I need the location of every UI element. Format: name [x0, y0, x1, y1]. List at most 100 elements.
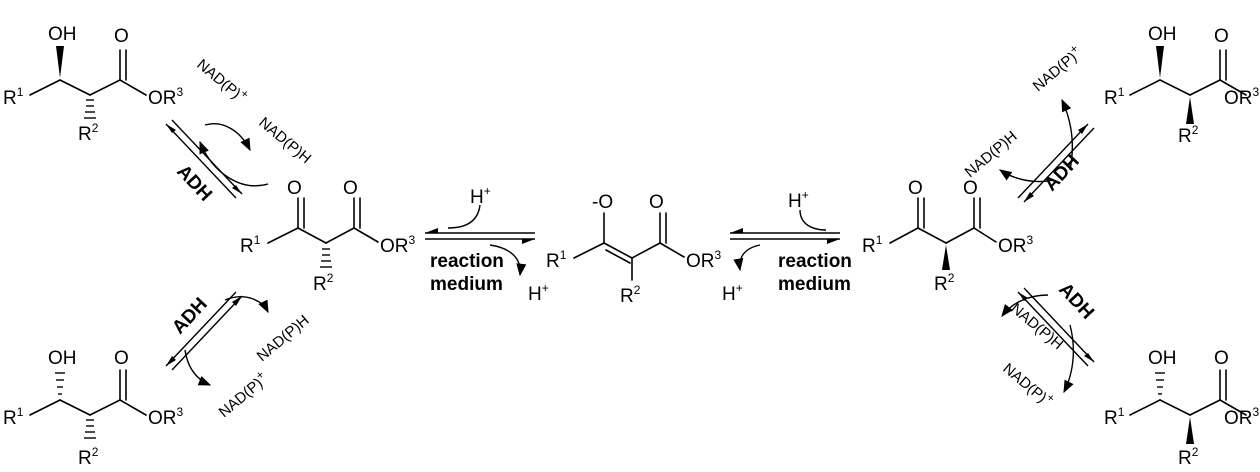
label: R — [1104, 88, 1118, 109]
label: 3 — [1253, 405, 1260, 419]
label: 1 — [560, 248, 567, 262]
svg-text:OH: OH — [1148, 348, 1177, 369]
cofactor-ox-bottom-left: NAD(P)+ — [213, 367, 271, 421]
cofactor-red-top-right: NAD(P)H — [962, 128, 1021, 181]
label: 1 — [1118, 405, 1125, 419]
svg-text:O: O — [287, 178, 302, 199]
cofactor-ox-top-left: NAD(P)+ — [193, 53, 251, 107]
svg-text:R2: R2 — [934, 271, 955, 295]
svg-text:O: O — [114, 26, 129, 47]
label: OR — [148, 408, 177, 429]
svg-text:R1: R1 — [3, 405, 24, 429]
medium-label-left-2: medium — [430, 274, 503, 295]
svg-text:R2: R2 — [78, 445, 99, 469]
ketoester-left: O O R1 OR3 R2 — [240, 178, 416, 295]
svg-text:R2: R2 — [78, 121, 99, 145]
svg-text:R2: R2 — [1178, 123, 1199, 147]
label: OR — [148, 88, 177, 109]
svg-text:OR3: OR3 — [148, 405, 184, 429]
label: R — [3, 88, 17, 109]
product-bottom-left: OH O R1 OR3 R2 — [3, 348, 184, 469]
label: 3 — [1253, 85, 1260, 99]
proton-bottom-left: H+ — [528, 281, 549, 305]
label: OH — [1148, 24, 1177, 45]
label: 2 — [1192, 123, 1199, 137]
label: 3 — [1027, 233, 1034, 247]
svg-text:R1: R1 — [1104, 405, 1125, 429]
label: 2 — [948, 271, 955, 285]
medium-label-left-1: reaction — [430, 251, 504, 272]
svg-text:R1: R1 — [3, 85, 24, 109]
svg-text:OH: OH — [48, 24, 77, 45]
cofactor-red-top-left: NAD(P)H — [255, 114, 314, 167]
label: OH — [48, 24, 77, 45]
label: OR — [1224, 408, 1253, 429]
label: -O — [592, 192, 613, 213]
svg-text:O: O — [649, 192, 664, 213]
label: O — [287, 178, 302, 199]
label: 1 — [17, 85, 24, 99]
label: O — [963, 178, 978, 199]
svg-text:O: O — [1214, 348, 1229, 369]
label: R — [1178, 126, 1192, 147]
label: 2 — [634, 283, 641, 297]
label: OR — [686, 251, 715, 272]
medium-label-right-1: reaction — [778, 251, 852, 272]
svg-text:O: O — [114, 348, 129, 369]
enzyme-label-bottom-left: ADH — [168, 294, 211, 338]
svg-text:R1: R1 — [546, 248, 567, 272]
svg-text:OR3: OR3 — [686, 248, 722, 272]
svg-text:OR3: OR3 — [998, 233, 1034, 257]
proton-top-right: H+ — [788, 188, 809, 212]
svg-text:R1: R1 — [862, 233, 883, 257]
adh-reduction-top-left — [165, 119, 269, 199]
adh-reduction-top-right — [998, 98, 1095, 203]
label: R — [862, 236, 876, 257]
svg-text:OR3: OR3 — [1224, 85, 1260, 109]
svg-text:OH: OH — [1148, 24, 1177, 45]
label: 1 — [876, 233, 883, 247]
label: OR — [380, 236, 409, 257]
label: 3 — [715, 248, 722, 262]
svg-text:R1: R1 — [1104, 85, 1125, 109]
label: O — [649, 192, 664, 213]
product-top-left: OH O R1 OR3 R2 — [3, 24, 184, 145]
proton-top-left: H+ — [470, 184, 491, 208]
proton-bottom-right: H+ — [722, 281, 743, 305]
label: O — [114, 26, 129, 47]
svg-text:R2: R2 — [1178, 445, 1199, 469]
equilibrium-left — [425, 204, 535, 277]
adh-reduction-bottom-right — [1001, 287, 1095, 394]
label: 1 — [254, 233, 261, 247]
enolate-center: -O O R1 OR3 R2 — [546, 192, 722, 307]
adh-reduction-bottom-left — [165, 291, 269, 386]
label: R — [1178, 448, 1192, 469]
label: 2 — [92, 445, 99, 459]
label: R — [1104, 408, 1118, 429]
label: 3 — [409, 233, 416, 247]
product-top-right: OH O R1 OR3 R2 — [1104, 24, 1260, 147]
label: OH — [1148, 348, 1177, 369]
svg-text:O: O — [1214, 26, 1229, 47]
enzyme-label-bottom-right: ADH — [1054, 279, 1097, 323]
svg-text:R2: R2 — [313, 271, 334, 295]
label: 2 — [1192, 445, 1199, 459]
label: R — [3, 408, 17, 429]
label: R — [313, 274, 327, 295]
cofactor-ox-top-right: NAD(P)+ — [1027, 41, 1085, 95]
enzyme-label-top-left: ADH — [172, 161, 215, 205]
label: R — [934, 274, 948, 295]
equilibrium-right — [730, 209, 840, 272]
label: 3 — [177, 85, 184, 99]
product-bottom-right: OH O R1 OR3 R2 — [1104, 348, 1260, 469]
cofactor-red-bottom-left: NAD(P)H — [254, 312, 313, 365]
svg-text:O: O — [343, 178, 358, 199]
label: O — [114, 348, 129, 369]
label: R — [240, 236, 254, 257]
label: O — [908, 178, 923, 199]
label: R — [78, 448, 92, 469]
cofactor-red-bottom-right: NAD(P)H — [1007, 300, 1066, 353]
svg-text:-O: -O — [592, 192, 613, 213]
label: 2 — [92, 121, 99, 135]
